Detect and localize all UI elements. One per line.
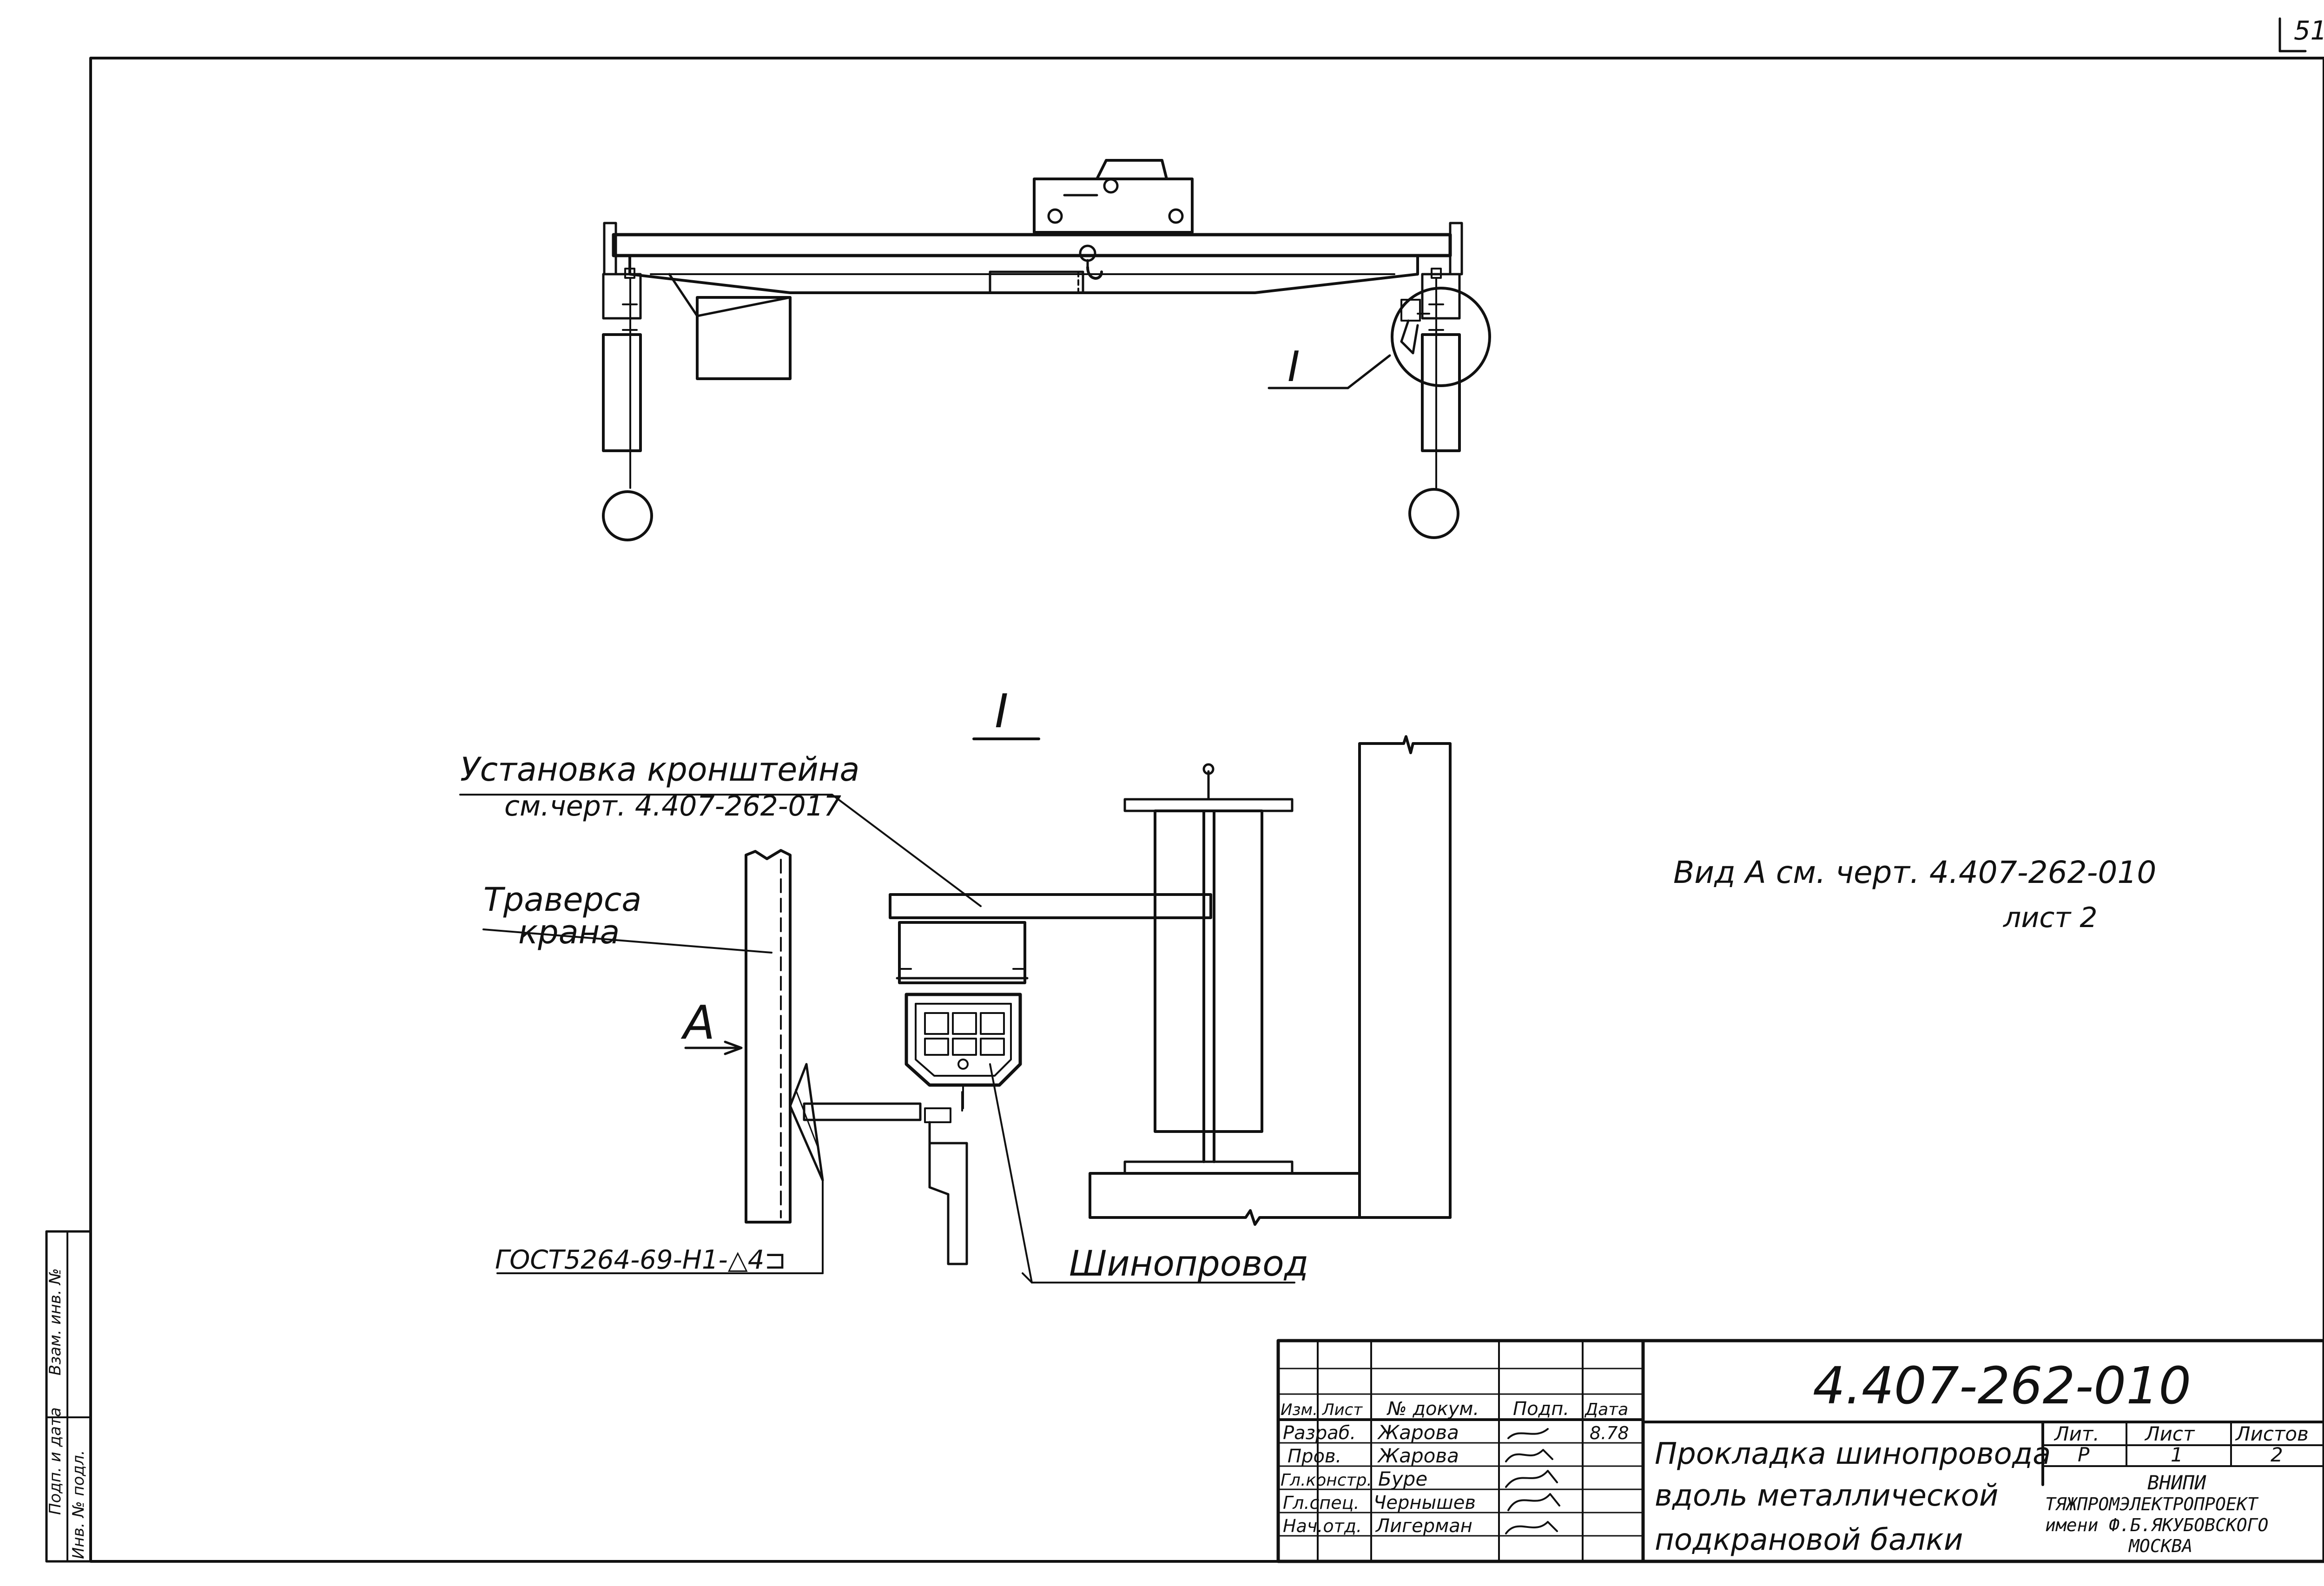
signer-name: Лигерман xyxy=(1375,1515,1472,1537)
left-binding-strip xyxy=(45,1230,92,1563)
org-line-1: ВНИПИ xyxy=(2147,1471,2206,1494)
header-list: Лист xyxy=(1321,1401,1363,1419)
lit-label: Лит. xyxy=(2053,1422,2100,1445)
view-a-note-line2: лист 2 xyxy=(2003,902,2098,934)
traverse-label-line2: крана xyxy=(518,913,620,951)
title-block xyxy=(1276,1339,2324,1563)
title-line-1: Прокладка шинопровода xyxy=(1655,1437,2051,1471)
crane-traverse xyxy=(745,849,792,1224)
signature-mark xyxy=(1505,1521,1558,1534)
sheet-frame xyxy=(89,17,2324,1563)
crane-runway-column xyxy=(1123,763,1294,1175)
signer-row-2: Пров. Жарова xyxy=(1287,1444,1553,1467)
signer-row-1: Разраб. Жарова 8.78 xyxy=(1283,1421,1629,1444)
busbar-housing xyxy=(896,921,1029,1109)
org-line-3: имени Ф.Б.ЯКУБОВСКОГО xyxy=(2045,1515,2268,1535)
org-line-2: ТЯЖПРОМЭЛЕКТРОПРОЕКТ xyxy=(2045,1494,2259,1514)
signer-name: Чернышев xyxy=(1373,1492,1476,1514)
doc-number: 4.407-262-010 xyxy=(1813,1356,2191,1415)
header-podp: Подп. xyxy=(1513,1398,1569,1420)
sheet-value: 1 xyxy=(2171,1443,2183,1466)
sheet-corner-number: 51 xyxy=(2294,16,2324,46)
view-arrow-A xyxy=(684,1040,743,1055)
title-line-2: вдоль металлической xyxy=(1655,1479,1998,1513)
header-data: Дата xyxy=(1584,1400,1628,1419)
signature-mark xyxy=(1505,1449,1553,1462)
view-arrow-label: А xyxy=(680,995,715,1050)
signer-role: Разраб. xyxy=(1283,1422,1356,1444)
header-izm: Изм. xyxy=(1281,1401,1318,1419)
sheet-label: Лист xyxy=(2144,1422,2195,1445)
signature-mark xyxy=(1507,1428,1549,1439)
bridge-girder xyxy=(603,222,1463,294)
crane-hook xyxy=(1077,244,1103,294)
sheets-value: 2 xyxy=(2271,1443,2283,1466)
operator-cab xyxy=(668,273,792,380)
lit-value: Р xyxy=(2078,1443,2090,1466)
signer-name: Жарова xyxy=(1377,1421,1459,1444)
signer-role: Нач.отд. xyxy=(1283,1516,1362,1536)
strip-text-mid: Подп. и дата xyxy=(46,1407,65,1515)
signer-row-4: Гл.спец. Чернышев xyxy=(1283,1492,1560,1514)
crane-trolley xyxy=(1033,159,1194,234)
bracket-arm xyxy=(889,893,1212,919)
signer-role: Пров. xyxy=(1287,1446,1341,1467)
header-doc: № докум. xyxy=(1386,1398,1479,1420)
crane-main-view: I xyxy=(602,159,1491,541)
sheets-label: Листов xyxy=(2235,1422,2309,1445)
signer-role: Гл.спец. xyxy=(1283,1493,1360,1513)
detail-view-title: I xyxy=(995,684,1009,738)
main-view-callout-label: I xyxy=(1287,342,1300,391)
left-column xyxy=(602,268,653,541)
view-a-note-line1: Вид А см. черт. 4.407-262-010 xyxy=(1673,855,2156,890)
signature-mark xyxy=(1507,1493,1560,1511)
signature-mark xyxy=(1505,1470,1558,1488)
current-collector xyxy=(924,1091,968,1265)
signer-name: Жарова xyxy=(1377,1444,1459,1467)
signer-name: Буре xyxy=(1378,1468,1427,1490)
weld-note: ГОСТ5264-69-Н1-△4⊐ xyxy=(495,1245,786,1275)
signer-date: 8.78 xyxy=(1590,1423,1629,1443)
strip-text-top: Взам. инв. № xyxy=(46,1268,65,1375)
detail-view-I: I А ГОСТ5264-69-Н1-△4⊐ xyxy=(459,684,1452,1284)
foundation-wall xyxy=(1089,735,1452,1226)
org-line-4: МОСКВА xyxy=(2128,1536,2192,1556)
strip-text-bottom: Инв. № подл. xyxy=(69,1450,88,1559)
busbar-label: Шинопровод xyxy=(1069,1243,1308,1284)
signer-row-5: Нач.отд. Лигерман xyxy=(1283,1515,1558,1537)
detail-callout-circle xyxy=(1268,287,1491,389)
signer-row-3: Гл.констр. Буре xyxy=(1281,1468,1558,1490)
traverse-label-line1: Траверса xyxy=(483,881,641,919)
weld-gusset xyxy=(496,1063,922,1274)
title-line-3: подкрановой балки xyxy=(1655,1523,1963,1557)
leader-lines xyxy=(459,794,1295,1283)
bracket-note-line1: Установка кронштейна xyxy=(460,750,859,789)
signer-role: Гл.констр. xyxy=(1281,1471,1372,1490)
bracket-note-line2: см.черт. 4.407-262-017 xyxy=(504,790,841,823)
right-column xyxy=(1408,268,1461,539)
